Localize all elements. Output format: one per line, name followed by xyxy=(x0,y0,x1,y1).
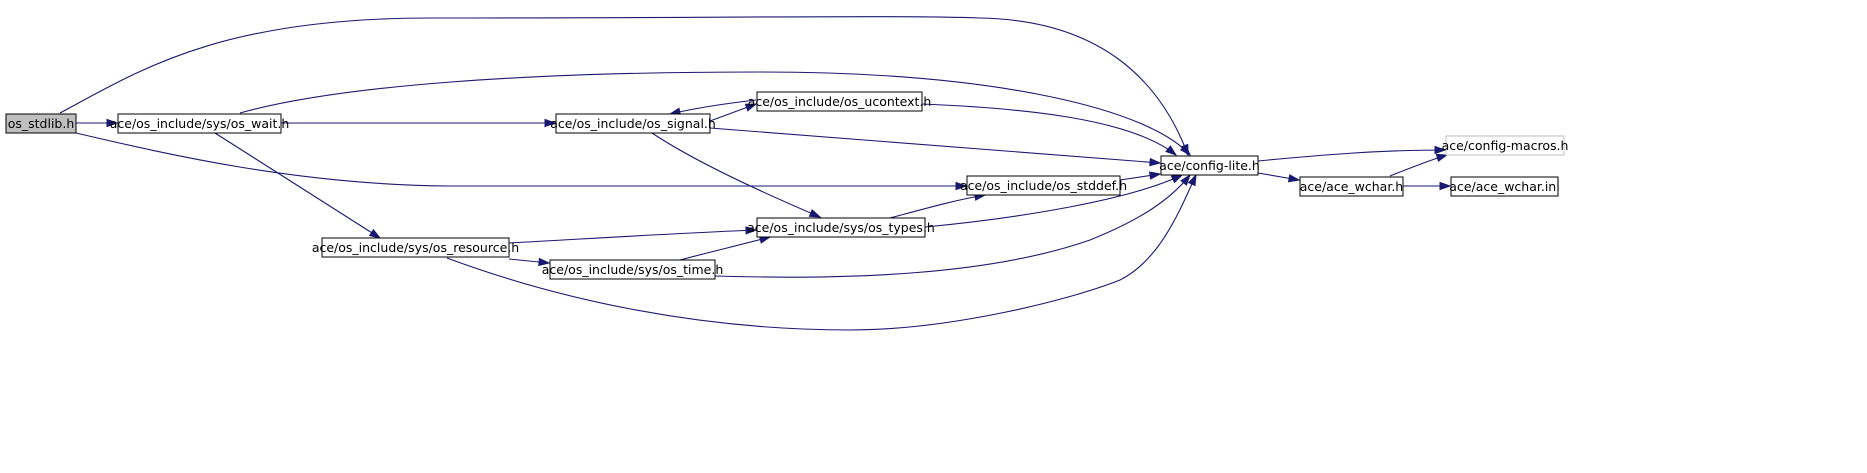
edge-line xyxy=(1257,149,1446,162)
node-ace-wchar-inl[interactable]: ace/ace_wchar.inl xyxy=(1449,176,1560,197)
edge-arrowhead xyxy=(1170,174,1184,184)
node-label: os_stdlib.h xyxy=(8,116,75,131)
edge-os_time-to-config_lite xyxy=(714,173,1191,278)
node-os-time[interactable]: ace/os_include/sys/os_time.h xyxy=(542,259,724,280)
edge-line xyxy=(921,103,1177,156)
edge-os_ucontext-to-os_signal xyxy=(668,99,757,116)
node-os-wait[interactable]: ace/os_include/sys/os_wait.h xyxy=(110,113,290,134)
node-label: ace/os_include/os_signal.h xyxy=(550,116,716,131)
edge-line xyxy=(446,174,1197,331)
edge-os_stdlib-to-os_wait xyxy=(76,118,119,128)
edge-os_stdlib-to-os_stddef xyxy=(75,132,968,191)
node-box xyxy=(555,113,711,134)
node-os-stddef[interactable]: ace/os_include/os_stddef.h xyxy=(960,175,1127,196)
edge-os_resource-to-os_time xyxy=(508,257,551,267)
node-box xyxy=(756,217,926,238)
edge-line xyxy=(679,236,771,261)
node-label: ace/os_include/sys/os_types.h xyxy=(747,220,935,235)
edge-arrowhead xyxy=(1165,145,1178,156)
edge-arrowhead xyxy=(1149,157,1162,167)
node-label: ace/ace_wchar.h xyxy=(1300,179,1403,194)
edge-os_wait-to-os_resource xyxy=(214,132,382,239)
edge-os_signal-to-config_lite xyxy=(709,127,1162,167)
edge-os_wait-to-config_lite xyxy=(239,71,1192,157)
edge-line xyxy=(214,132,381,239)
edge-line xyxy=(924,174,1183,228)
node-box xyxy=(1450,176,1559,197)
edge-os_types-to-os_stddef xyxy=(889,192,987,219)
node-box xyxy=(1445,135,1565,156)
edge-arrowhead xyxy=(1179,144,1192,157)
node-label: ace/os_include/sys/os_resource.h xyxy=(312,240,519,255)
edge-os_time-to-os_types xyxy=(679,235,772,261)
node-label: ace/os_include/os_ucontext.h xyxy=(748,94,932,109)
edge-arrowhead xyxy=(745,226,758,235)
edge-arrowhead xyxy=(1148,171,1162,180)
edge-line xyxy=(889,194,986,219)
node-box xyxy=(756,91,923,112)
node-box xyxy=(549,259,716,280)
node-config-lite[interactable]: ace/config-lite.h xyxy=(1159,155,1260,176)
edge-line xyxy=(709,127,1161,164)
edge-os_stddef-to-config_lite xyxy=(1119,171,1162,181)
edge-arrowhead xyxy=(744,103,758,112)
edge-os_stdlib-to-config_lite xyxy=(59,16,1189,157)
edge-os_resource-to-config_lite xyxy=(446,173,1197,331)
edge-os_wait-to-os_signal xyxy=(281,118,557,128)
node-label: ace/config-lite.h xyxy=(1159,158,1260,173)
edge-arrowhead xyxy=(368,228,382,239)
edge-arrowhead xyxy=(1434,145,1447,155)
node-label: ace/ace_wchar.inl xyxy=(1449,179,1559,194)
node-box xyxy=(5,113,77,134)
node-box xyxy=(321,237,510,258)
edge-line xyxy=(714,174,1191,278)
edge-line xyxy=(651,132,821,218)
node-label: ace/os_include/sys/os_time.h xyxy=(542,262,724,277)
node-label: ace/os_include/os_stddef.h xyxy=(960,178,1127,193)
edge-arrowhead xyxy=(1435,153,1449,162)
edges-layer xyxy=(59,16,1452,331)
edge-arrowhead xyxy=(544,118,557,128)
edge-config_lite-to-config_macros xyxy=(1257,145,1447,162)
edge-line xyxy=(508,229,757,244)
edge-line xyxy=(239,71,1191,156)
edge-os_signal-to-os_ucontext xyxy=(709,103,758,122)
node-box xyxy=(966,175,1121,196)
node-os-signal[interactable]: ace/os_include/os_signal.h xyxy=(550,113,716,134)
node-box xyxy=(1160,155,1259,176)
edge-os_types-to-config_lite xyxy=(924,174,1184,228)
edge-arrowhead xyxy=(955,181,968,191)
edge-ace_wchar_h-to-ace_wchar_inl xyxy=(1403,181,1452,191)
edge-arrowhead xyxy=(808,209,822,218)
edge-arrowhead xyxy=(1187,173,1197,187)
edge-line xyxy=(669,99,757,115)
node-os-types[interactable]: ace/os_include/sys/os_types.h xyxy=(747,217,935,238)
node-os-ucontext[interactable]: ace/os_include/os_ucontext.h xyxy=(748,91,932,112)
edge-arrowhead xyxy=(1287,174,1301,183)
edge-arrowhead xyxy=(538,257,551,267)
edge-os_ucontext-to-config_lite xyxy=(921,103,1178,156)
edge-os_resource-to-os_types xyxy=(508,226,758,244)
edge-line xyxy=(59,16,1189,156)
node-os-resource[interactable]: ace/os_include/sys/os_resource.h xyxy=(312,237,519,258)
node-label: ace/os_include/sys/os_wait.h xyxy=(110,116,290,131)
node-ace-wchar-h[interactable]: ace/ace_wchar.h xyxy=(1299,176,1404,197)
node-os-stdlib: os_stdlib.h xyxy=(5,113,77,134)
edge-os_signal-to-os_types xyxy=(651,132,822,218)
edge-line xyxy=(75,132,966,187)
node-label: ace/config-macros.h xyxy=(1442,138,1569,153)
node-config-macros[interactable]: ace/config-macros.h xyxy=(1442,135,1569,156)
edge-arrowhead xyxy=(1180,173,1191,186)
node-box xyxy=(117,113,282,134)
edge-ace_wchar_h-to-config_macros xyxy=(1389,153,1449,177)
edge-arrowhead xyxy=(1439,181,1452,191)
edge-config_lite-to-ace_wchar_h xyxy=(1257,172,1301,183)
node-box xyxy=(1299,176,1404,197)
edge-arrowhead xyxy=(106,118,119,128)
